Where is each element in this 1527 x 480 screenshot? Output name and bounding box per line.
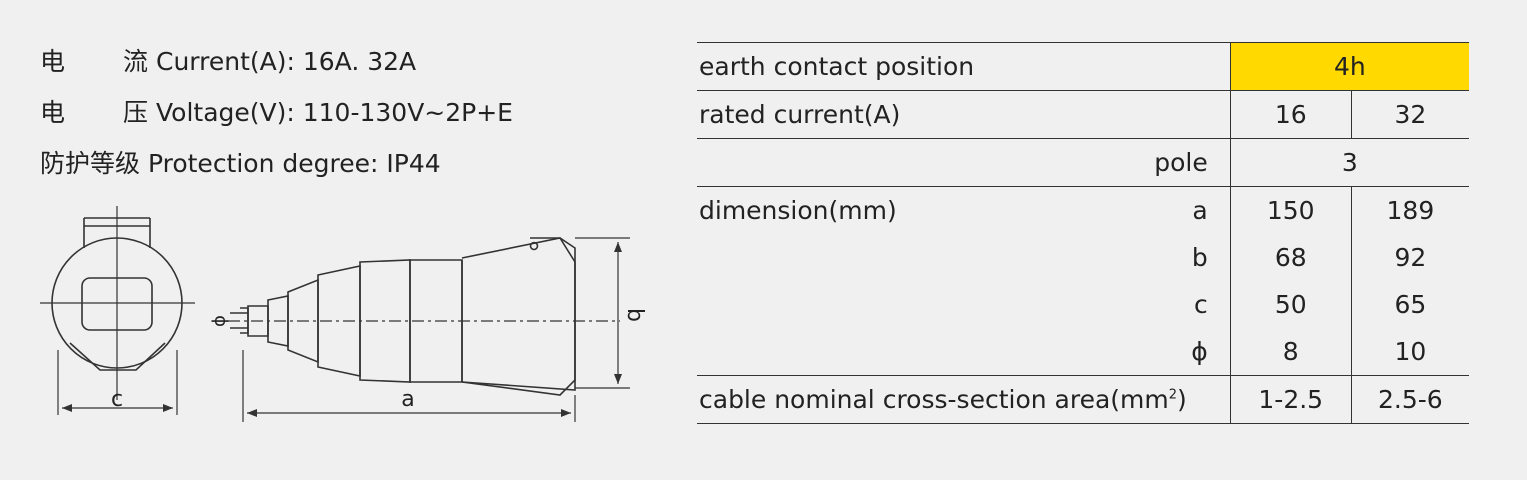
dim-phi-32: 10 <box>1350 328 1469 376</box>
dim-key-phi: ϕ <box>1191 337 1208 366</box>
row-pole: pole 3 <box>697 138 1469 187</box>
side-view <box>228 237 630 422</box>
pole-label: pole <box>697 138 1231 187</box>
row-dim-b: b 68 92 <box>697 234 1469 281</box>
cable-16: 1-2.5 <box>1229 375 1352 424</box>
spec-current-zh1: 电 <box>40 47 66 76</box>
dim-c-16: 50 <box>1229 281 1352 328</box>
earth-label: earth contact position <box>697 42 1231 91</box>
dim-b-16: 68 <box>1229 234 1352 281</box>
cable-label: cable nominal cross-section area(mm <box>699 385 1169 414</box>
dim-label-phi: ϕ <box>209 315 230 327</box>
spec-list: 电流 Current(A): 16A. 32A 电压 Voltage(V): 1… <box>40 36 513 189</box>
dim-key-c: c <box>1193 290 1208 319</box>
row-earth: earth contact position 4h <box>697 42 1469 91</box>
spec-protection-zh: 防护等级 <box>40 149 141 178</box>
cable-32: 2.5-6 <box>1350 375 1469 424</box>
spec-protection: 防护等级 Protection degree: IP44 <box>40 138 513 189</box>
dim-key-b: b <box>1191 243 1208 272</box>
dim-a-32: 189 <box>1350 186 1469 234</box>
spec-current-zh2: 流 <box>123 47 149 76</box>
current-32: 32 <box>1350 90 1469 139</box>
current-label: rated current(A) <box>697 90 1231 139</box>
current-16: 16 <box>1229 90 1352 139</box>
dimension-label: dimension(mm) <box>699 196 897 225</box>
dim-row-a-label: dimension(mm) a <box>697 186 1231 234</box>
row-dim-phi: ϕ 8 10 <box>697 328 1469 376</box>
spec-current: 电 流 Current(A): 16A. 32A <box>40 36 513 87</box>
dim-label-b: b <box>622 308 647 322</box>
spec-voltage-text: Voltage(V): 110-130V~2P+E <box>155 98 513 127</box>
dim-a-16: 150 <box>1229 186 1352 234</box>
row-cable: cable nominal cross-section area(mm2) 1-… <box>697 375 1469 424</box>
pole-value: 3 <box>1229 138 1469 187</box>
row-dim-a: dimension(mm) a 150 189 <box>697 186 1469 234</box>
spec-voltage-zh1: 电 <box>40 98 66 127</box>
cable-sup: 2 <box>1168 387 1178 403</box>
row-current: rated current(A) 16 32 <box>697 90 1469 139</box>
front-view <box>40 206 195 415</box>
dim-b-32: 92 <box>1350 234 1469 281</box>
cable-close: ) <box>1177 385 1187 414</box>
dim-phi-16: 8 <box>1229 328 1352 376</box>
spec-voltage-zh2: 压 <box>123 98 149 127</box>
spec-protection-text: Protection degree: IP44 <box>147 149 441 178</box>
spec-table: earth contact position 4h rated current(… <box>697 42 1469 424</box>
technical-drawing: c a b ϕ <box>40 206 647 422</box>
earth-value: 4h <box>1229 42 1469 91</box>
cable-label-cell: cable nominal cross-section area(mm2) <box>697 375 1231 424</box>
spec-voltage: 电 压 Voltage(V): 110-130V~2P+E <box>40 87 513 138</box>
dim-label-a: a <box>401 387 414 412</box>
row-dim-c: c 50 65 <box>697 281 1469 328</box>
dim-c-32: 65 <box>1350 281 1469 328</box>
dim-label-c: c <box>111 387 123 412</box>
spec-current-text: Current(A): 16A. 32A <box>155 47 417 76</box>
dim-key-a: a <box>1192 196 1208 225</box>
